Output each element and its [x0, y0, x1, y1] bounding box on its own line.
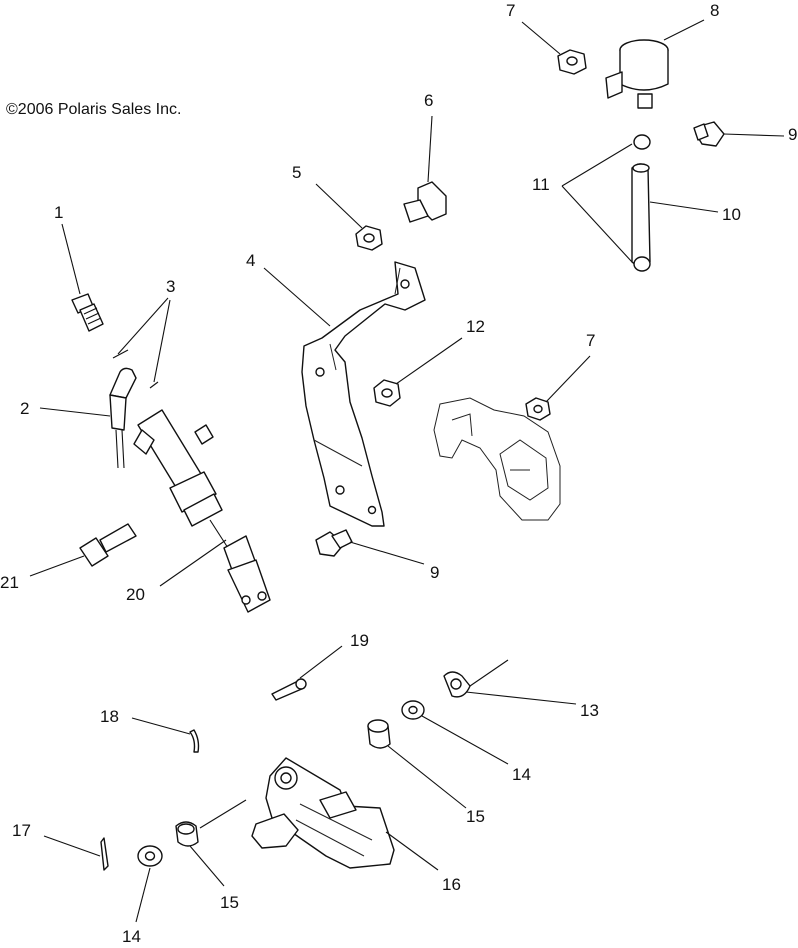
part-reservoir [605, 39, 669, 109]
part-master-cylinder [133, 409, 271, 613]
part-washer-14-lower [137, 845, 163, 867]
leader-3b [153, 299, 171, 383]
leader-17 [43, 835, 101, 857]
callout-1: 1 [54, 203, 63, 222]
leader-20 [159, 539, 227, 587]
part-bolt-6 [403, 181, 447, 223]
leader-2 [39, 407, 111, 417]
part-bracket [301, 261, 426, 527]
leader-10 [649, 201, 719, 213]
leader-21 [29, 555, 85, 577]
leader-11a [561, 143, 633, 187]
leader-1 [61, 223, 81, 295]
callout-9-upper: 9 [788, 125, 797, 144]
part-bushing-15-upper [367, 719, 391, 749]
leader-16 [385, 831, 439, 871]
leader-lines [29, 19, 785, 923]
leader-7-top [521, 21, 561, 55]
callout-7-mid: 7 [586, 331, 595, 350]
callout-5: 5 [292, 163, 301, 182]
callout-6: 6 [424, 91, 433, 110]
part-nut-7-top [557, 49, 587, 75]
leader-19 [299, 645, 343, 679]
callout-9-lower: 9 [430, 563, 439, 582]
callout-17: 17 [12, 821, 31, 840]
part-brake-pedal [251, 757, 395, 869]
callout-16: 16 [442, 875, 461, 894]
part-bolt-9-lower [315, 529, 353, 557]
leader-15-lower [189, 845, 225, 887]
part-nut-5 [355, 225, 383, 251]
callout-7-top: 7 [506, 1, 515, 20]
callout-11: 11 [532, 175, 550, 194]
part-bolt-21 [79, 523, 137, 567]
callout-15-lower: 15 [220, 893, 239, 912]
callout-14-lower: 14 [122, 927, 141, 943]
callout-10: 10 [722, 205, 741, 224]
leader-15-lower-b [199, 799, 247, 829]
leader-3a [117, 297, 169, 355]
leader-13b [469, 659, 509, 687]
leader-18 [131, 717, 191, 735]
callout-8: 8 [710, 1, 719, 20]
part-hose [631, 134, 651, 272]
part-cotter-17 [100, 837, 109, 871]
callout-13: 13 [580, 701, 599, 720]
part-cotter-18 [189, 729, 200, 753]
leader-9-lower [349, 541, 425, 565]
callout-18: 18 [100, 707, 119, 726]
leader-6 [427, 115, 433, 183]
callout-4: 4 [246, 251, 255, 270]
copyright-notice: ©2006 Polaris Sales Inc. [6, 101, 182, 118]
part-bolt-9-upper [693, 121, 725, 147]
part-elbow-fitting [109, 367, 137, 469]
leader-8 [663, 19, 705, 41]
callout-12: 12 [466, 317, 485, 336]
part-bracket-ghost [433, 397, 561, 521]
part-nut-7-mid [525, 397, 551, 421]
part-clips [112, 349, 159, 389]
callout-21: 21 [0, 573, 19, 592]
leader-13 [465, 691, 577, 705]
part-bushing-15-lower [175, 821, 199, 847]
leader-5 [315, 183, 363, 229]
callout-3: 3 [166, 277, 175, 296]
part-clip-13 [443, 671, 471, 698]
leader-9-upper [723, 133, 785, 137]
callout-19: 19 [350, 631, 369, 650]
callout-2: 2 [20, 399, 29, 418]
leader-15-upper [387, 745, 467, 809]
part-nut-12 [373, 379, 401, 407]
leader-12 [395, 337, 463, 385]
part-screw [71, 293, 104, 332]
part-washer-14-upper [401, 700, 425, 720]
leader-14-upper [421, 715, 509, 765]
callout-20: 20 [126, 585, 145, 604]
part-pin-19 [271, 678, 307, 701]
leader-4 [263, 267, 331, 327]
leader-14-lower [135, 867, 151, 923]
leader-7-mid [545, 355, 591, 403]
callout-14-upper: 14 [512, 765, 531, 784]
callout-15-upper: 15 [466, 807, 485, 826]
leader-11b [561, 185, 633, 263]
